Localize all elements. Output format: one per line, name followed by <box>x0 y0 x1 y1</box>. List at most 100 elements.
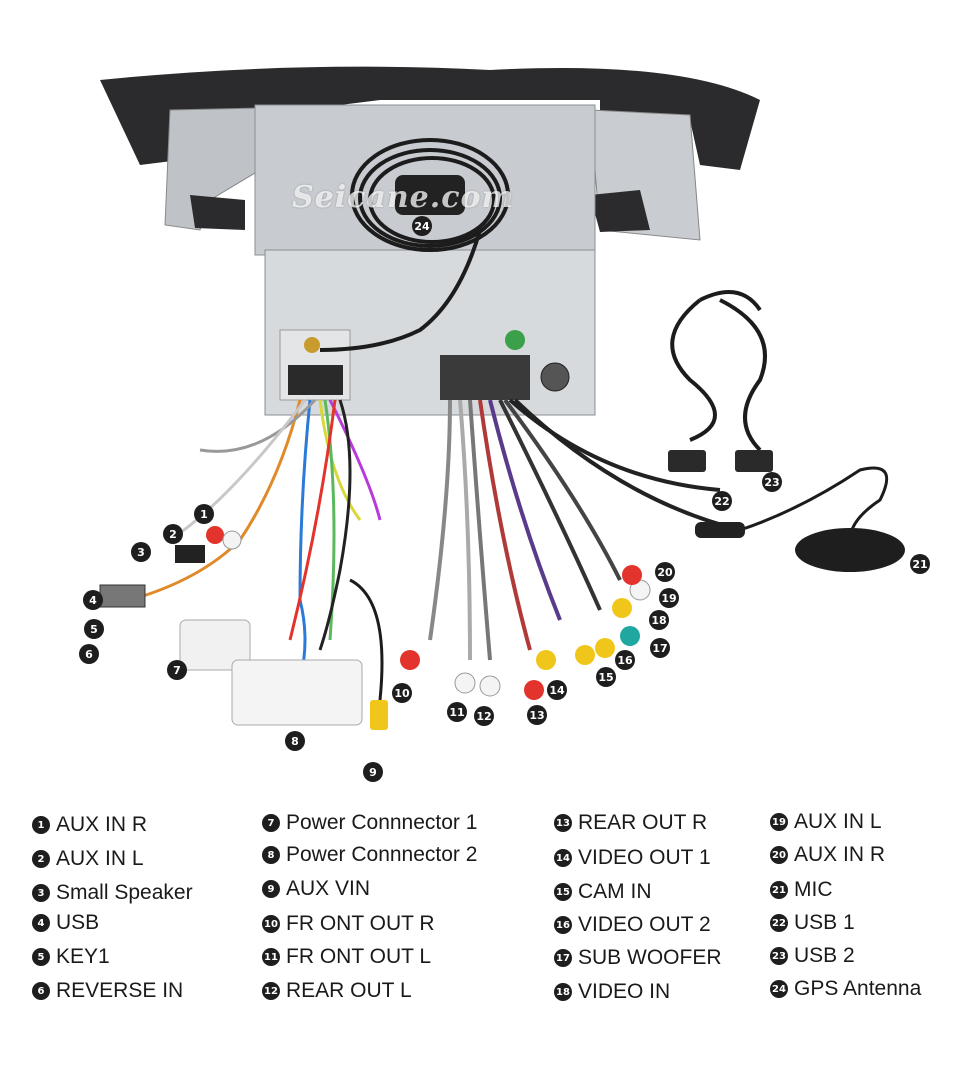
callout-6: 6 <box>79 644 99 664</box>
usb-extension-cables <box>670 290 767 452</box>
aux-vin-plug <box>370 700 388 730</box>
mic-plug <box>695 522 745 538</box>
legend-label: VIDEO OUT 1 <box>578 846 711 869</box>
left-harness-wires <box>129 398 382 681</box>
legend-number: 3 <box>32 884 50 902</box>
legend-number: 19 <box>770 813 788 831</box>
legend-label: KEY1 <box>56 945 110 968</box>
legend-number: 5 <box>32 948 50 966</box>
legend-label: REVERSE IN <box>56 979 184 1002</box>
mounting-frame <box>100 66 760 241</box>
callout-20: 20 <box>655 562 675 582</box>
callout-13: 13 <box>527 705 547 725</box>
legend-number: 22 <box>770 914 788 932</box>
speaker-plug <box>175 545 205 563</box>
legend-number: 8 <box>262 846 280 864</box>
gps-antenna-cable <box>319 138 510 352</box>
legend-item: 24 GPS Antenna <box>770 977 921 1001</box>
callout-23: 23 <box>762 472 782 492</box>
legend-number: 13 <box>554 814 572 832</box>
callout-21: 21 <box>910 554 930 574</box>
legend-item: 4 USB <box>32 911 99 935</box>
legend-label: AUX IN L <box>794 810 882 833</box>
unit-chassis <box>254 104 596 416</box>
legend-number: 12 <box>262 982 280 1000</box>
callout-11: 11 <box>447 702 467 722</box>
legend-number: 20 <box>770 846 788 864</box>
legend-label: Power Connnector 2 <box>286 843 478 866</box>
legend-item: 18 VIDEO IN <box>554 980 670 1004</box>
legend-number: 23 <box>770 947 788 965</box>
legend-item: 13 REAR OUT R <box>554 811 707 835</box>
usb-2-socket <box>735 450 773 472</box>
legend-item: 3 Small Speaker <box>32 881 193 905</box>
legend-label: CAM IN <box>578 880 652 903</box>
legend-label: Small Speaker <box>56 881 193 904</box>
legend-number: 10 <box>262 915 280 933</box>
gps-antenna-module <box>395 175 465 215</box>
legend-label: USB <box>56 911 100 934</box>
legend-label: VIDEO OUT 2 <box>578 913 711 936</box>
rca-plugs <box>400 565 651 700</box>
legend-number: 18 <box>554 983 572 1001</box>
callout-8: 8 <box>285 731 305 751</box>
aux-in-l-plug <box>222 530 242 550</box>
legend-item: 21 MIC <box>770 878 833 902</box>
legend-number: 4 <box>32 914 50 932</box>
legend-item: 19 AUX IN L <box>770 810 882 834</box>
legend-label: AUX IN R <box>794 843 886 866</box>
legend-item: 5 KEY1 <box>32 945 110 969</box>
legend-label: Power Connnector 1 <box>286 811 478 834</box>
legend-item: 20 AUX IN R <box>770 843 885 867</box>
usb-plug <box>99 584 146 608</box>
callout-9: 9 <box>363 762 383 782</box>
legend-label: USB 1 <box>794 911 855 934</box>
legend-label: AUX IN L <box>56 847 144 870</box>
callout-2: 2 <box>163 524 183 544</box>
callout-17: 17 <box>650 638 670 658</box>
aux-in-r-plug <box>206 526 224 544</box>
callout-7: 7 <box>167 660 187 680</box>
legend-label: REAR OUT R <box>578 811 708 834</box>
legend-number: 11 <box>262 948 280 966</box>
legend-number: 21 <box>770 881 788 899</box>
legend-item: 6 REVERSE IN <box>32 979 183 1003</box>
legend-number: 9 <box>262 880 280 898</box>
callout-1: 1 <box>194 504 214 524</box>
legend-label: VIDEO IN <box>578 980 671 1003</box>
power-connector-1 <box>179 619 251 671</box>
legend-label: FR ONT OUT L <box>286 945 432 968</box>
legend-label: SUB WOOFER <box>578 946 722 969</box>
legend-number: 24 <box>770 980 788 998</box>
watermark-text: Seicane.com <box>292 180 515 215</box>
legend-number: 6 <box>32 982 50 1000</box>
callout-18: 18 <box>649 610 669 630</box>
callout-10: 10 <box>392 683 412 703</box>
callout-12: 12 <box>474 706 494 726</box>
legend-item: 12 REAR OUT L <box>262 979 412 1003</box>
legend-item: 23 USB 2 <box>770 944 855 968</box>
usb-1-socket <box>668 450 706 472</box>
power-connector-2 <box>231 659 363 726</box>
legend-item: 16 VIDEO OUT 2 <box>554 913 711 937</box>
legend-label: GPS Antenna <box>794 977 922 1000</box>
callout-3: 3 <box>131 542 151 562</box>
callout-5: 5 <box>84 619 104 639</box>
callout-14: 14 <box>547 680 567 700</box>
legend-label: MIC <box>794 878 833 901</box>
rca-harness-wires <box>428 398 741 661</box>
legend-label: REAR OUT L <box>286 979 412 1002</box>
callout-15: 15 <box>596 667 616 687</box>
legend-number: 16 <box>554 916 572 934</box>
legend-label: USB 2 <box>794 944 855 967</box>
callout-16: 16 <box>615 650 635 670</box>
legend-item: 10 FR ONT OUT R <box>262 912 435 936</box>
legend-label: FR ONT OUT R <box>286 912 435 935</box>
